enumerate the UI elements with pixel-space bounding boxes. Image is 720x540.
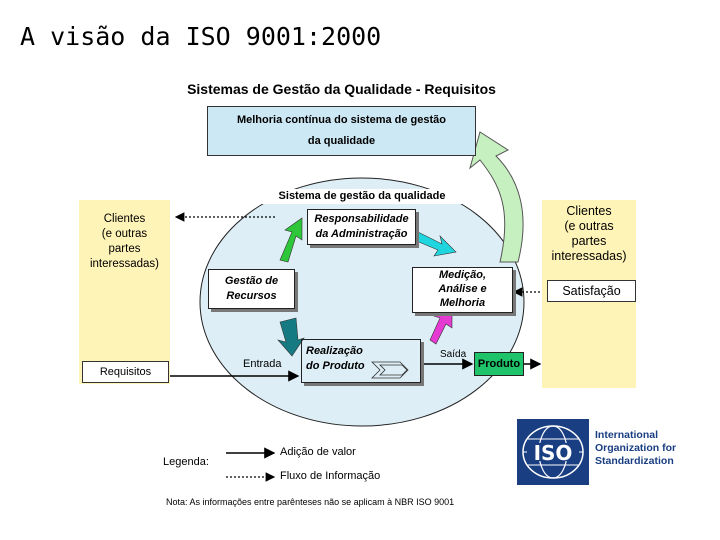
iso-line1: International bbox=[595, 429, 659, 441]
clientes-left-panel: Clientes (e outras partes interessadas) bbox=[79, 200, 170, 370]
iso-acronym: ISO bbox=[533, 441, 573, 465]
responsabilidade-box: Responsabilidade da Administração bbox=[307, 209, 416, 245]
diagram-title: Sistemas de Gestão da Qualidade - Requis… bbox=[187, 81, 496, 97]
gestao-recursos-box: Gestão de Recursos bbox=[208, 269, 295, 309]
legend-info-flow: Fluxo de Informação bbox=[280, 470, 381, 482]
requisitos-box: Requisitos bbox=[82, 361, 169, 383]
realizacao-l1: Realização bbox=[306, 345, 363, 357]
iso-name: International Organization for Standardi… bbox=[595, 429, 676, 468]
saida-label: Saída bbox=[440, 349, 467, 360]
medicao-l3: Melhoria bbox=[439, 297, 486, 309]
sistema-label: Sistema de gestão da qualidade bbox=[262, 189, 462, 204]
clientes-right-l3: partes bbox=[571, 234, 607, 248]
note-text: Nota: As informações entre parênteses nã… bbox=[166, 497, 455, 507]
slide-title: A visão da ISO 9001:2000 bbox=[20, 22, 382, 51]
realizacao-l2: do Produto bbox=[306, 360, 365, 372]
responsabilidade-l2: da Administração bbox=[315, 228, 408, 240]
clientes-right-l4: interessadas) bbox=[551, 249, 627, 263]
melhoria-line2: da qualidade bbox=[307, 135, 376, 147]
cyan-cycle-arrow bbox=[413, 231, 457, 257]
clientes-left-l4: interessadas) bbox=[89, 258, 160, 270]
clientes-left-l2: (e outras bbox=[101, 228, 148, 240]
entrada-label: Entrada bbox=[243, 358, 282, 370]
iso-line3: Standardization bbox=[595, 455, 674, 467]
magenta-cycle-arrow bbox=[429, 305, 453, 345]
responsabilidade-l1: Responsabilidade bbox=[314, 213, 409, 225]
melhoria-continua-box: Melhoria contínua do sistema de gestão d… bbox=[207, 106, 476, 156]
medicao-l1: Medição, bbox=[438, 269, 487, 281]
clientes-right-l2: (e outras bbox=[564, 219, 614, 233]
clientes-left-l1: Clientes bbox=[103, 213, 146, 225]
globe-icon bbox=[522, 425, 584, 479]
produto-box: Produto bbox=[474, 352, 524, 376]
medicao-l2: Análise e bbox=[438, 283, 487, 295]
clientes-left-l3: partes bbox=[108, 243, 141, 255]
iso-line2: Organization for bbox=[595, 442, 677, 454]
continuous-improvement-arrow bbox=[469, 131, 524, 263]
teal-cycle-arrow bbox=[277, 317, 305, 357]
realizacao-box: Realização do Produto bbox=[301, 339, 421, 383]
green-cycle-arrow bbox=[279, 217, 303, 263]
satisfacao-box: Satisfação bbox=[547, 280, 636, 302]
melhoria-line1: Melhoria contínua do sistema de gestão bbox=[236, 114, 447, 126]
medicao-box: Medição, Análise e Melhoria bbox=[412, 267, 513, 313]
legend-title: Legenda: bbox=[163, 456, 209, 468]
realizacao-chevrons bbox=[371, 361, 409, 379]
iso-logo-block: ISO bbox=[517, 419, 589, 485]
iso-logo: ISO International Organization for Stand… bbox=[517, 419, 681, 485]
gestao-l2: Recursos bbox=[226, 290, 277, 302]
legend-value-add: Adição de valor bbox=[280, 446, 356, 458]
clientes-right-l1: Clientes bbox=[566, 204, 612, 218]
gestao-l1: Gestão de bbox=[224, 275, 279, 287]
